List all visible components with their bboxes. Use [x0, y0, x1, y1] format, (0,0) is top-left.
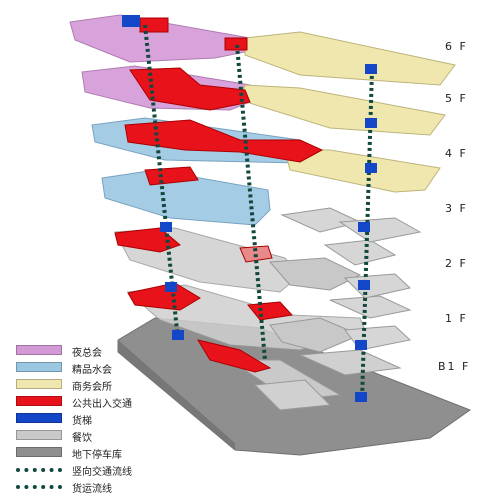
- floor-6f: [69, 14, 456, 86]
- legend-line-swatch: [16, 468, 62, 472]
- floor-label-1f: 1 F: [445, 312, 468, 325]
- legend-item-circulation: 公共出入交通: [16, 394, 216, 410]
- legend-label: 货运流线: [72, 484, 112, 495]
- legend-label: 夜总会: [72, 348, 102, 359]
- legend-item-freight-elevator: 货梯: [16, 411, 216, 427]
- floor-label-3f: 3 F: [445, 202, 468, 215]
- floor-2f: [114, 227, 412, 299]
- floor-label-6f: 6 F: [445, 40, 468, 53]
- legend-label: 竖向交通流线: [72, 467, 132, 478]
- legend-swatch: [16, 396, 62, 406]
- legend-label: 地下停车库: [72, 450, 122, 461]
- legend-swatch: [16, 345, 62, 355]
- legend-label: 精品水会: [72, 365, 112, 376]
- legend-label: 货梯: [72, 416, 92, 427]
- legend-label: 餐饮: [72, 433, 92, 444]
- freight-elevators: [160, 64, 377, 402]
- legend-item-business: 商务会所: [16, 377, 216, 393]
- legend-swatch: [16, 413, 62, 423]
- legend-item-freight-flow: 货运流线: [16, 479, 216, 495]
- legend-label: 商务会所: [72, 382, 112, 393]
- legend-item-parking: 地下停车库: [16, 445, 216, 461]
- floor-label-2f: 2 F: [445, 257, 468, 270]
- legend-item-spa: 精品水会: [16, 360, 216, 376]
- floor-label-5f: 5 F: [445, 92, 468, 105]
- legend-item-nightclub: 夜总会: [16, 343, 216, 359]
- legend-swatch: [16, 362, 62, 372]
- floor-label-b1f: B1 F: [438, 360, 471, 373]
- floor-4f: [91, 117, 441, 193]
- legend-swatch: [16, 430, 62, 440]
- legend-line-swatch: [16, 485, 62, 489]
- legend-item-vertical-flow: 竖向交通流线: [16, 462, 216, 478]
- floor-5f: [81, 65, 446, 136]
- legend-swatch: [16, 379, 62, 389]
- legend-item-dining: 餐饮: [16, 428, 216, 444]
- legend-label: 公共出入交通: [72, 399, 132, 410]
- floor-label-4f: 4 F: [445, 147, 468, 160]
- legend-swatch: [16, 447, 62, 457]
- floor-b1f-parking: [117, 317, 472, 456]
